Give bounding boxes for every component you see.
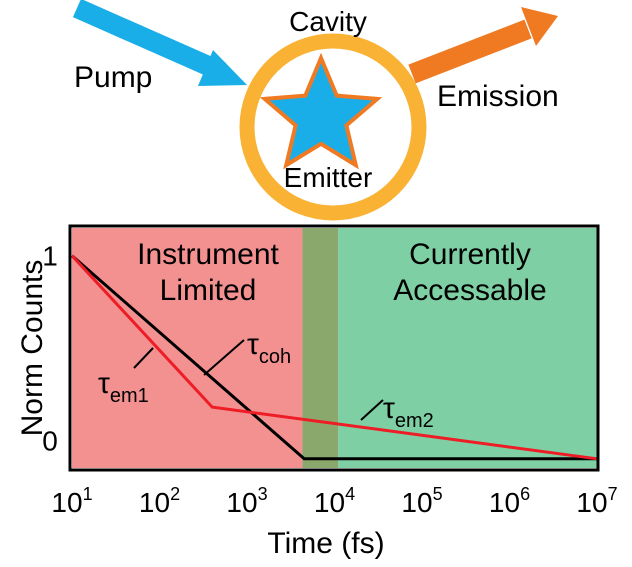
annotation-leader-2: [360, 399, 384, 421]
series-line-0: [71, 254, 597, 461]
x-tick-label: 103: [226, 484, 267, 518]
emission-arrow-icon: [408, 7, 558, 84]
emitter-star-icon: [259, 52, 383, 170]
y-axis-label: Norm Counts: [16, 260, 49, 437]
region-2: [302, 228, 339, 468]
emitter-label: Emitter: [284, 162, 373, 193]
cavity-ring-icon: [239, 33, 427, 221]
y-tick-label: 1: [42, 241, 58, 272]
annotation-tau-em2: τem2: [383, 392, 434, 432]
y-tick-label: 0: [42, 425, 58, 456]
x-tick-label: 107: [576, 484, 617, 518]
x-tick-labels: 101 102 103 104 105 106 107: [51, 484, 617, 518]
x-tick-label: 104: [314, 484, 355, 518]
chart-regions: [72, 228, 597, 468]
tau-annotations: τcoh τem1 τem2: [98, 328, 434, 432]
annotation-tau-em1: τem1: [98, 367, 149, 407]
region-label-line2-0: Limited: [160, 274, 257, 307]
annotation-leader-0: [203, 339, 245, 376]
x-tick-label: 106: [489, 484, 530, 518]
pump-label: Pump: [74, 61, 152, 94]
x-tick-label: 101: [51, 484, 92, 518]
annotation-tau-coh: τcoh: [247, 328, 291, 368]
y-tick-labels: 10: [42, 241, 58, 457]
pump-arrow-icon: [72, 0, 247, 86]
annotation-leader-1: [133, 347, 154, 369]
x-tick-label: 105: [401, 484, 442, 518]
chart-series: [70, 254, 598, 461]
plot-frame: [68, 224, 600, 472]
cavity-label: Cavity: [289, 6, 367, 37]
region-label-line1-1: Currently: [409, 238, 531, 271]
x-axis-label: Time (fs): [267, 527, 384, 560]
series-line-1: [70, 254, 598, 461]
region-label-line2-1: Accessable: [393, 274, 546, 307]
region-label-line1-0: Instrument: [137, 238, 279, 271]
x-tick-label: 102: [139, 484, 180, 518]
emission-label: Emission: [437, 80, 559, 113]
cavity-schematic: Cavity Emitter Pump Emission: [72, 0, 559, 221]
region-1: [338, 228, 597, 468]
region-0: [72, 228, 303, 468]
